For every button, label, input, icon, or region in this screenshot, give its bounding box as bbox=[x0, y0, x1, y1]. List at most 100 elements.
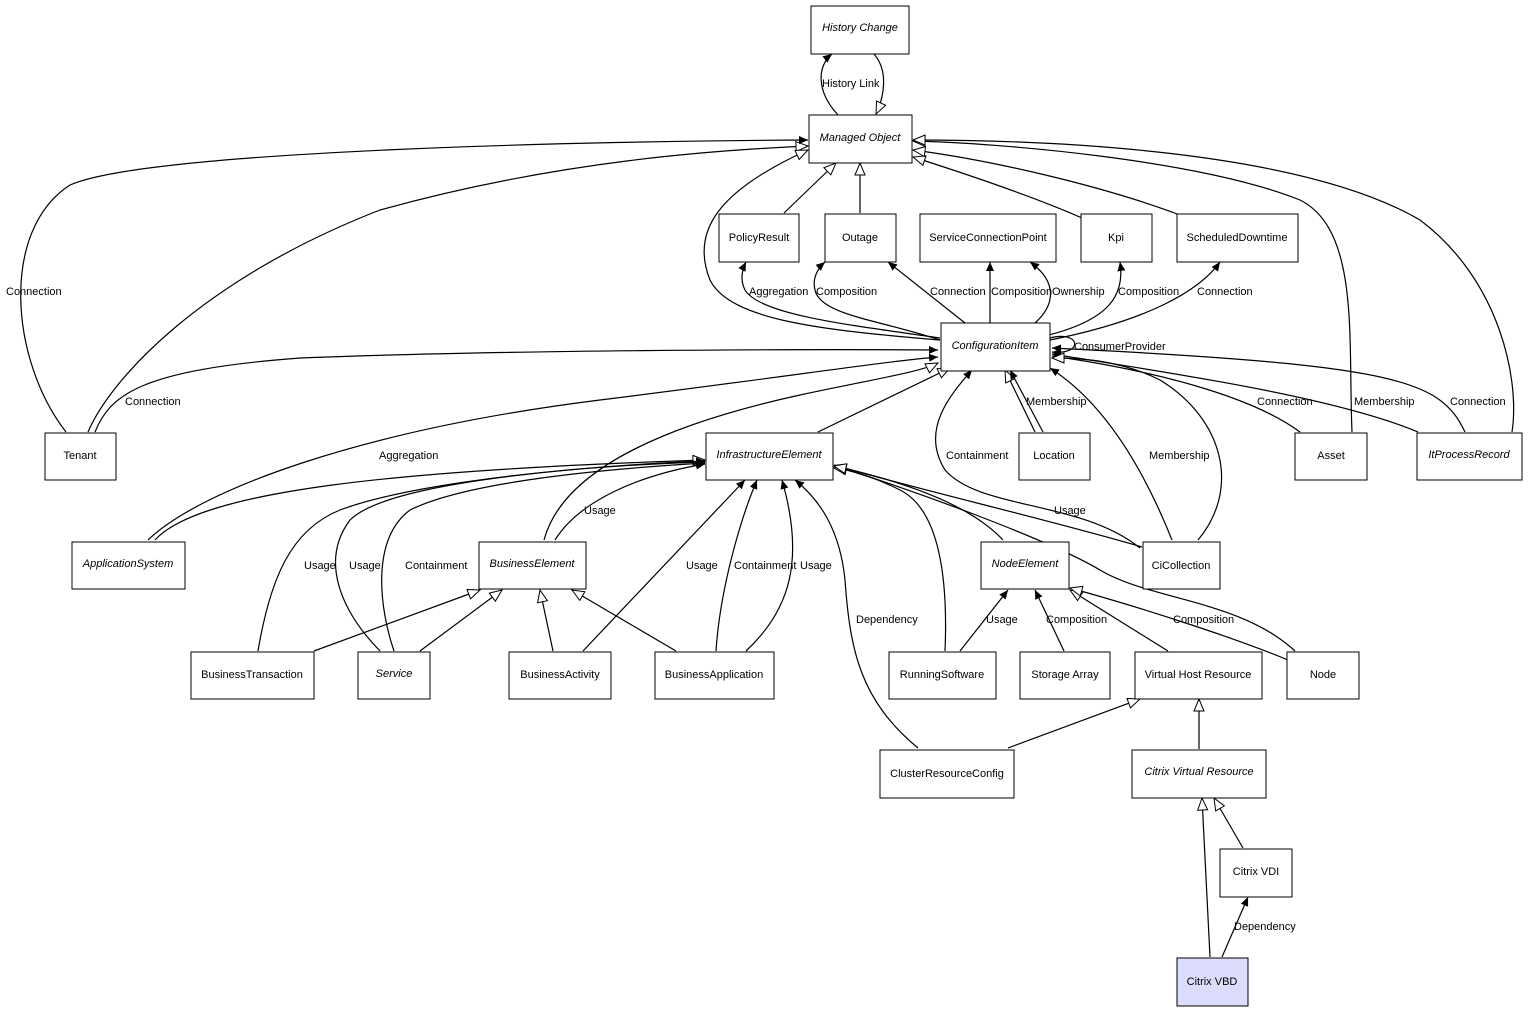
edge-cicollection-membership-ci bbox=[1049, 367, 1173, 541]
label-runningsoftware-usage: Usage bbox=[986, 614, 1018, 626]
edge-runningsoftware-infra bbox=[834, 468, 947, 652]
node-configuration-item-label: ConfigurationItem bbox=[952, 340, 1039, 352]
node-asset[interactable]: Asset bbox=[1294, 432, 1368, 481]
node-history-change[interactable]: History Change bbox=[810, 5, 910, 55]
node-managed-object[interactable]: Managed Object bbox=[808, 114, 913, 164]
edge-service-inherit bbox=[419, 590, 502, 652]
node-kpi-label: Kpi bbox=[1108, 232, 1124, 244]
label-node-composition: Composition bbox=[1173, 614, 1234, 626]
label-ci-consumerprovider: ConsumerProvider bbox=[1074, 341, 1166, 353]
node-node-element-label: NodeElement bbox=[992, 558, 1060, 570]
edge-location-inherit-ci bbox=[1005, 370, 1036, 433]
node-citrix-virtual-resource[interactable]: Citrix Virtual Resource bbox=[1131, 749, 1267, 799]
node-scheduled-downtime[interactable]: ScheduledDowntime bbox=[1176, 213, 1299, 263]
node-storage-array[interactable]: Storage Array bbox=[1019, 651, 1111, 700]
label-clusterresource-dependency: Dependency bbox=[856, 614, 918, 626]
edge-history-inherit bbox=[873, 53, 884, 114]
node-tenant[interactable]: Tenant bbox=[44, 432, 117, 481]
node-business-application[interactable]: BusinessApplication bbox=[654, 651, 775, 700]
node-node[interactable]: Node bbox=[1286, 651, 1360, 700]
label-businessapplication-usage: Usage bbox=[800, 560, 832, 572]
node-service[interactable]: Service bbox=[357, 651, 431, 700]
edge-runningsoftware-usage-nodeelement bbox=[959, 589, 1009, 652]
node-infrastructure-element[interactable]: InfrastructureElement bbox=[705, 432, 834, 481]
label-ci-outage-composition: Composition bbox=[816, 286, 877, 298]
edge-service-usage-infra bbox=[335, 458, 706, 652]
edge-node-composition-nodeelement bbox=[1070, 588, 1289, 661]
node-outage[interactable]: Outage bbox=[824, 213, 897, 263]
edge-tenant-connection-ci bbox=[94, 345, 939, 433]
node-business-activity[interactable]: BusinessActivity bbox=[508, 651, 612, 700]
node-citrix-vbd[interactable]: Citrix VBD bbox=[1176, 957, 1249, 1007]
node-infrastructure-element-label: InfrastructureElement bbox=[716, 449, 822, 461]
edge-storagearray-composition-nodeelement bbox=[1034, 589, 1065, 652]
label-service-containment: Containment bbox=[405, 560, 467, 572]
node-scheduled-downtime-label: ScheduledDowntime bbox=[1187, 232, 1288, 244]
node-location-label: Location bbox=[1033, 450, 1075, 462]
node-configuration-item[interactable]: ConfigurationItem bbox=[940, 322, 1051, 372]
label-itprocess-connection: Connection bbox=[1450, 396, 1506, 408]
node-business-element[interactable]: BusinessElement bbox=[478, 541, 587, 590]
edge-appsystem-aggregation-ci bbox=[147, 353, 939, 541]
edge-ci-composition-kpi bbox=[1044, 261, 1126, 337]
node-cluster-resource-config[interactable]: ClusterResourceConfig bbox=[879, 749, 1015, 799]
edge-ci-connection-outage bbox=[887, 261, 966, 324]
edge-history-link bbox=[820, 53, 839, 116]
node-application-system[interactable]: ApplicationSystem bbox=[71, 541, 186, 590]
node-virtual-host-resource[interactable]: Virtual Host Resource bbox=[1134, 651, 1263, 700]
edge-asset-inherit bbox=[913, 141, 1353, 433]
nodes-layer: History Change Managed Object PolicyResu… bbox=[44, 5, 1523, 1007]
edge-virtualhost-inherit-nodeelement bbox=[1070, 590, 1169, 652]
label-businesstransaction-usage: Usage bbox=[304, 560, 336, 572]
label-appsystem-aggregation: Aggregation bbox=[379, 450, 438, 462]
label-ci-kpi-composition: Composition bbox=[1118, 286, 1179, 298]
label-service-usage: Usage bbox=[349, 560, 381, 572]
node-service-connection-point[interactable]: ServiceConnectionPoint bbox=[919, 213, 1057, 263]
edge-service-containment-infra bbox=[381, 459, 706, 652]
edge-cicollection-containment-ci bbox=[934, 369, 1141, 549]
node-tenant-label: Tenant bbox=[63, 450, 96, 462]
edge-nodeelement-inherit-infra bbox=[834, 466, 1004, 541]
edge-tenant-inherit bbox=[87, 146, 808, 433]
edge-clusterresourceconfig-inherit-virtualhost bbox=[1007, 699, 1140, 749]
label-cicollection-containment: Containment bbox=[946, 450, 1008, 462]
edge-businessactivity-inherit bbox=[540, 590, 554, 652]
node-node-element[interactable]: NodeElement bbox=[980, 541, 1070, 590]
label-cicollection-usage: Usage bbox=[1054, 505, 1086, 517]
edge-asset-connection-ci bbox=[1051, 353, 1301, 433]
edge-policyresult-inherit bbox=[783, 163, 836, 214]
label-citrixvbd-dependency: Dependency bbox=[1234, 921, 1296, 933]
node-running-software-label: RunningSoftware bbox=[900, 669, 984, 681]
edge-ci-composition-outage bbox=[813, 261, 941, 341]
edge-infra-inherit-ci bbox=[817, 368, 950, 433]
label-businesselement-usage: Usage bbox=[584, 505, 616, 517]
edge-businesselement-inherit-ci bbox=[543, 363, 938, 541]
label-location-membership: Membership bbox=[1026, 396, 1087, 408]
node-business-application-label: BusinessApplication bbox=[665, 669, 763, 681]
node-ci-collection[interactable]: CiCollection bbox=[1142, 541, 1221, 590]
edge-businessactivity-usage-infra bbox=[582, 479, 746, 652]
edge-ci-connection-scheduleddowntime bbox=[1049, 261, 1221, 341]
node-business-transaction[interactable]: BusinessTransaction bbox=[190, 651, 315, 700]
label-tenant-ci-connection: Connection bbox=[125, 396, 181, 408]
node-citrix-vdi-label: Citrix VDI bbox=[1233, 866, 1279, 878]
edge-ci-inherit bbox=[703, 149, 941, 341]
edge-labels-layer: History Link Connection Aggregation Comp… bbox=[6, 78, 1506, 933]
node-service-label: Service bbox=[376, 668, 413, 680]
node-it-process-record[interactable]: ItProcessRecord bbox=[1416, 432, 1523, 481]
node-ci-collection-label: CiCollection bbox=[1152, 560, 1211, 572]
node-kpi[interactable]: Kpi bbox=[1080, 213, 1153, 263]
node-service-connection-point-label: ServiceConnectionPoint bbox=[929, 232, 1046, 244]
edge-citrixvbd-inherit-citrixvirtual bbox=[1202, 798, 1211, 958]
node-policy-result[interactable]: PolicyResult bbox=[718, 213, 800, 263]
node-citrix-vdi[interactable]: Citrix VDI bbox=[1219, 848, 1293, 898]
node-virtual-host-resource-label: Virtual Host Resource bbox=[1145, 669, 1252, 681]
node-running-software[interactable]: RunningSoftware bbox=[888, 651, 997, 700]
label-businessactivity-usage: Usage bbox=[686, 560, 718, 572]
edge-businessapplication-containment-infra bbox=[715, 479, 758, 652]
edge-scheduleddowntime-inherit bbox=[913, 150, 1181, 216]
label-itprocess-membership: Membership bbox=[1354, 396, 1415, 408]
edge-appsystem-inherit bbox=[154, 460, 705, 541]
node-outage-label: Outage bbox=[842, 232, 878, 244]
node-location[interactable]: Location bbox=[1018, 432, 1091, 481]
